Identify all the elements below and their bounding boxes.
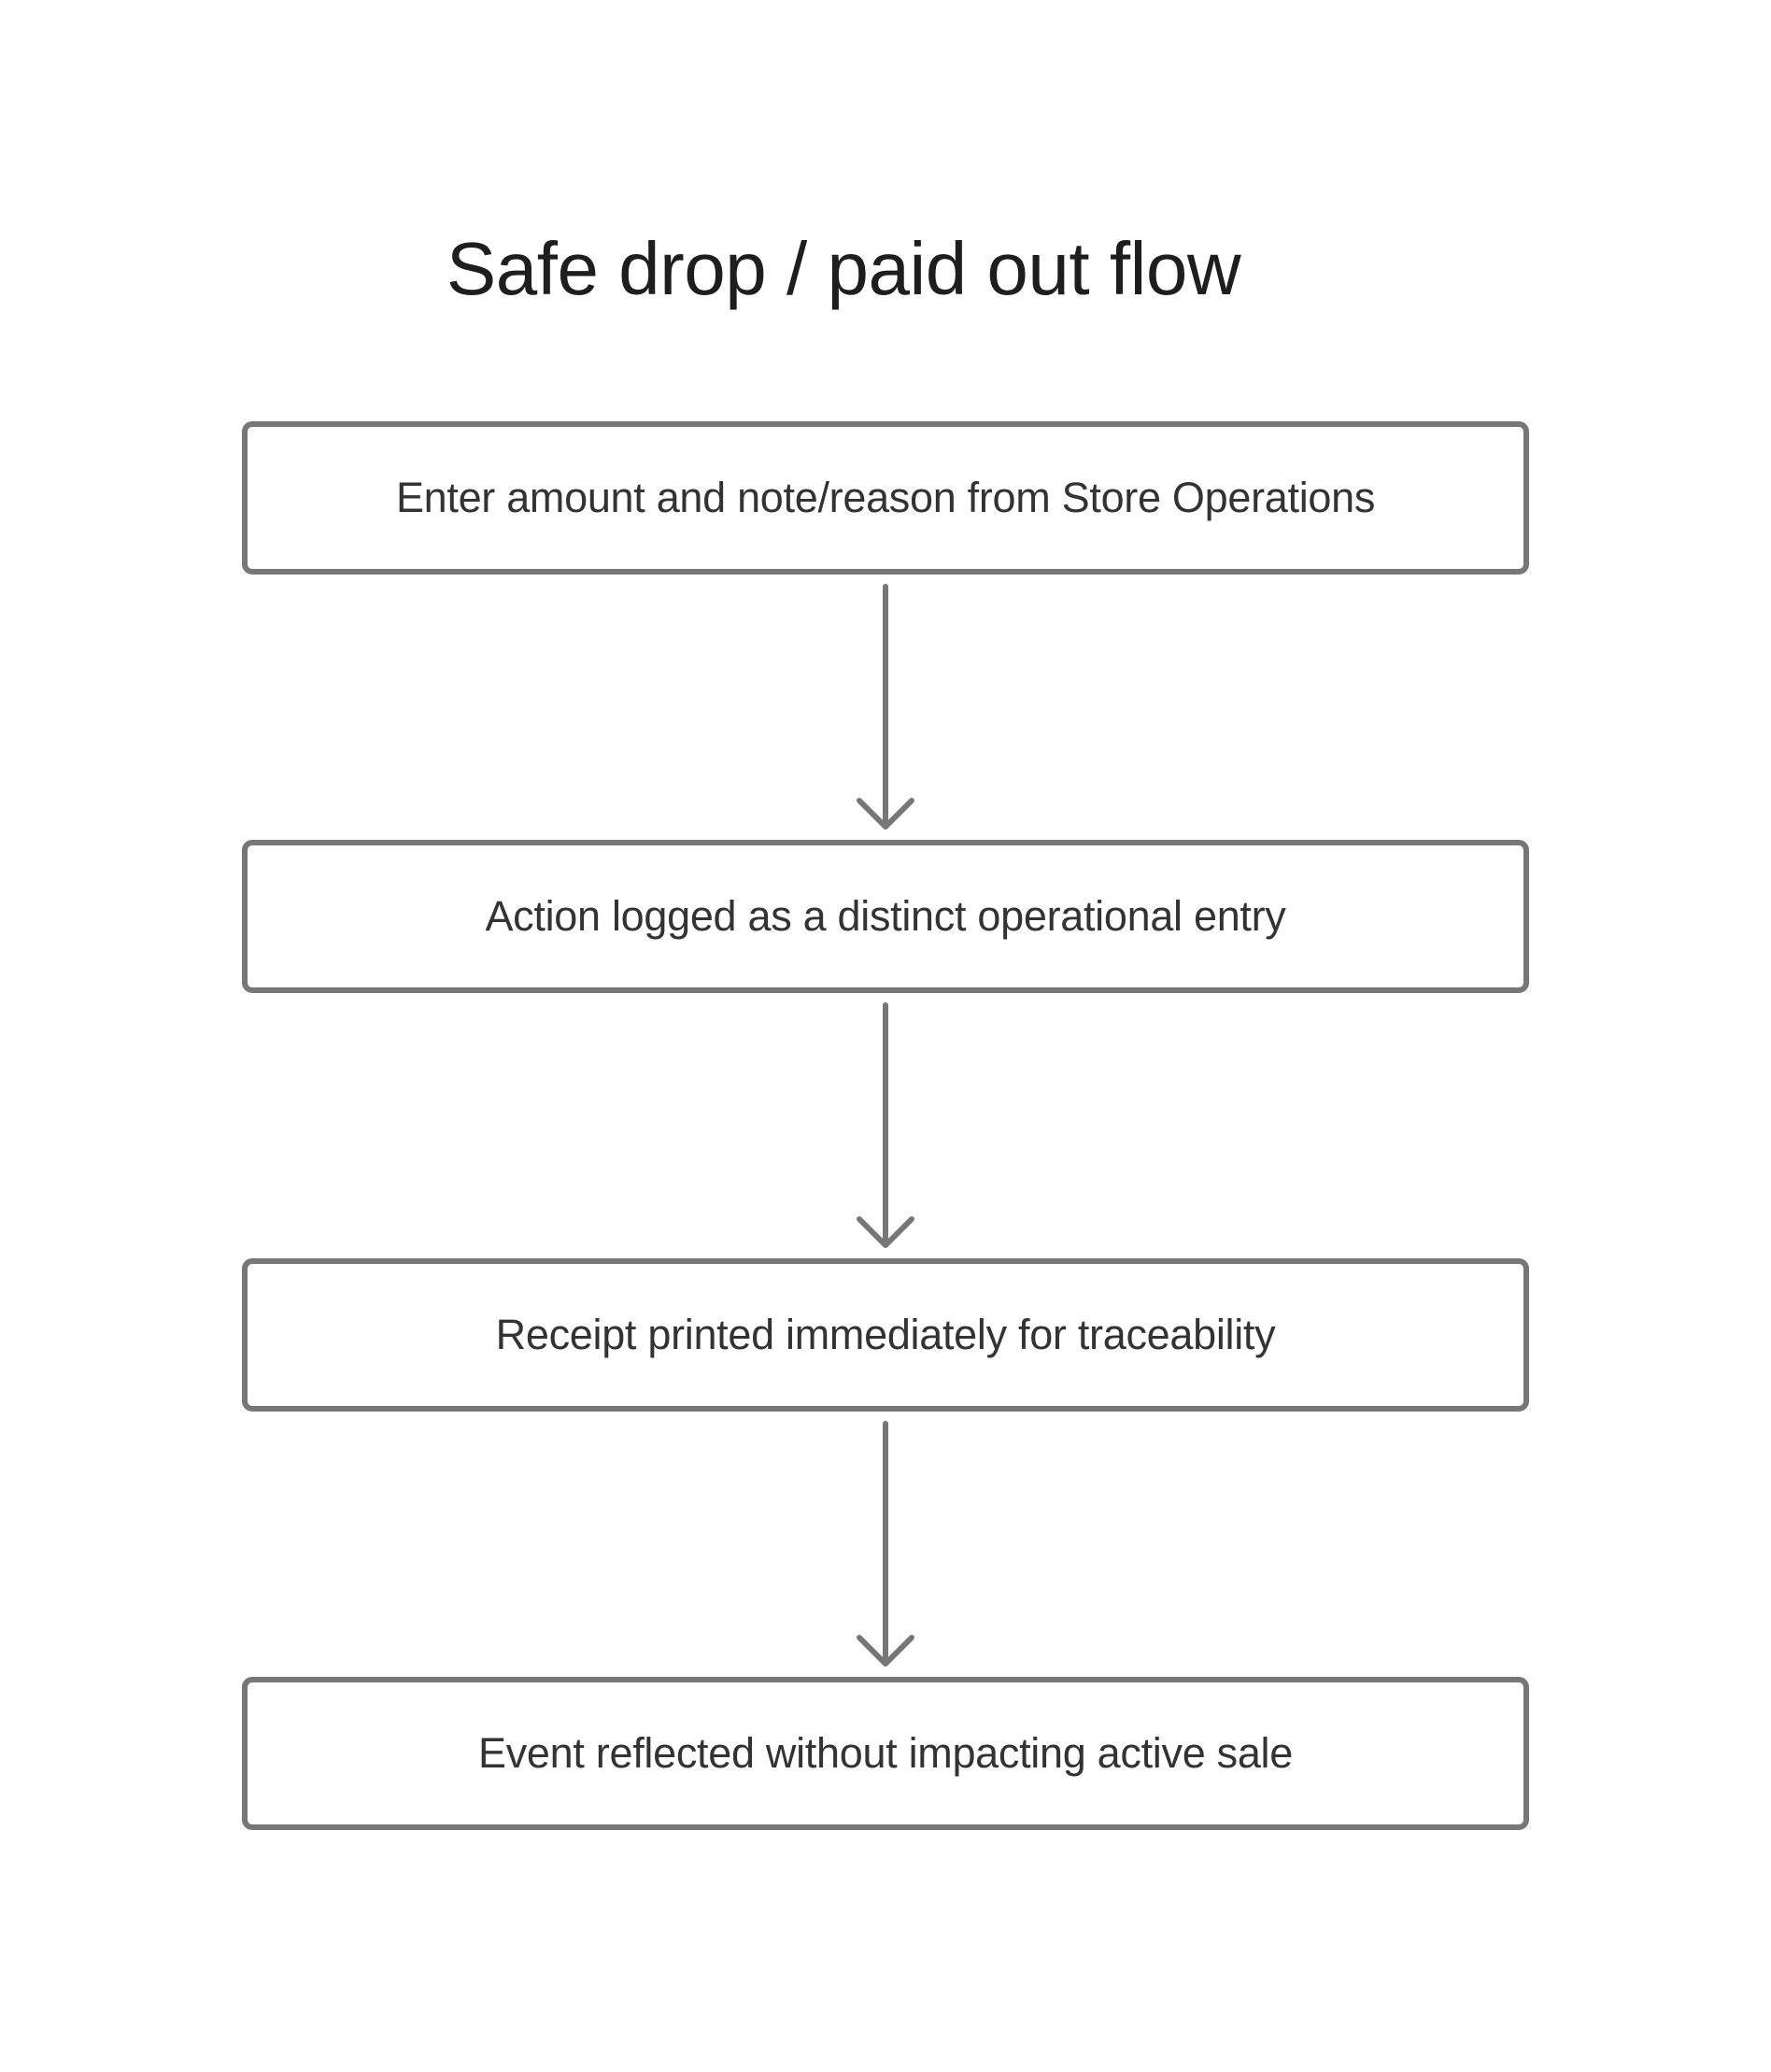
diagram-title: Safe drop / paid out flow [446, 227, 1241, 310]
flow-step-4: Event reflected without impacting active… [242, 1677, 1529, 1830]
arrow-1-to-2 [857, 584, 914, 830]
step-label: Action logged as a distinct operational … [485, 892, 1286, 940]
step-label: Receipt printed immediately for traceabi… [495, 1311, 1276, 1358]
arrow-2-to-3 [857, 1002, 914, 1248]
flow-step-2: Action logged as a distinct operational … [242, 840, 1529, 993]
flow-step-3: Receipt printed immediately for traceabi… [242, 1258, 1529, 1412]
flow-step-1: Enter amount and note/reason from Store … [242, 421, 1529, 575]
step-label: Event reflected without impacting active… [478, 1729, 1293, 1777]
arrow-3-to-4 [857, 1421, 914, 1667]
step-label: Enter amount and note/reason from Store … [395, 474, 1376, 521]
